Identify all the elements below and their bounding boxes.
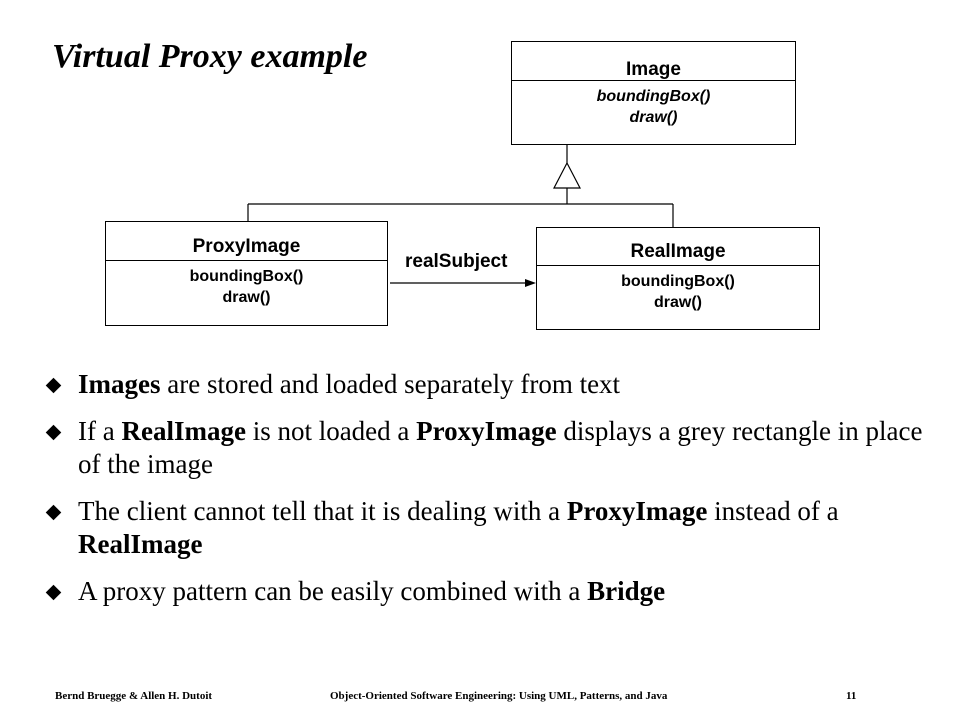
- uml-divider: [512, 80, 795, 81]
- uml-class-real-image: RealImage boundingBox() draw(): [536, 227, 820, 330]
- uml-operation: boundingBox(): [621, 273, 735, 290]
- uml-operation: draw(): [222, 289, 271, 306]
- footer-page-number: 11: [846, 690, 857, 702]
- uml-class-name: ProxyImage: [192, 236, 301, 257]
- bullet-text: The client cannot tell that it is dealin…: [78, 496, 567, 526]
- diamond-bullet-icon: [45, 584, 62, 601]
- bullet-item: A proxy pattern can be easily combined w…: [45, 575, 928, 608]
- uml-operation: draw(): [629, 109, 678, 126]
- diamond-bullet-icon: [45, 504, 62, 521]
- uml-operations: boundingBox() draw(): [106, 266, 387, 308]
- bullet-bold-text: ProxyImage: [416, 416, 557, 446]
- footer-authors: Bernd Bruegge & Allen H. Dutoit: [55, 690, 213, 702]
- bullet-bold-text: RealImage: [121, 416, 246, 446]
- bullet-list: Images are stored and loaded separately …: [45, 368, 928, 622]
- diamond-bullet-icon: [45, 424, 62, 441]
- slide-title: Virtual Proxy example: [52, 38, 368, 75]
- bullet-item: Images are stored and loaded separately …: [45, 368, 928, 401]
- bullet-text: are stored and loaded separately from te…: [160, 369, 621, 399]
- association-label: realSubject: [405, 251, 508, 272]
- uml-class-proxy-image: ProxyImage boundingBox() draw(): [105, 221, 388, 326]
- uml-divider: [537, 265, 819, 266]
- uml-operations: boundingBox() draw(): [512, 86, 795, 128]
- footer-book-title: Object-Oriented Software Engineering: Us…: [330, 690, 668, 702]
- bullet-bold-text: Images: [78, 369, 161, 399]
- bullet-text: instead of a: [707, 496, 839, 526]
- bullet-item: If a RealImage is not loaded a ProxyImag…: [45, 415, 928, 481]
- generalization-triangle: [553, 161, 581, 189]
- bullet-bold-text: RealImage: [78, 529, 203, 559]
- uml-class-name: Image: [626, 59, 681, 80]
- bullet-text: is not loaded a: [245, 416, 417, 446]
- association-arrowhead: [525, 279, 536, 287]
- diamond-bullet-icon: [45, 377, 62, 394]
- bullet-item: The client cannot tell that it is dealin…: [45, 495, 928, 561]
- bullet-text: If a: [78, 416, 122, 446]
- uml-operation: boundingBox(): [189, 268, 304, 285]
- uml-divider: [106, 260, 387, 261]
- bullet-bold-text: Bridge: [587, 576, 666, 606]
- bullet-text: A proxy pattern can be easily combined w…: [78, 576, 588, 606]
- uml-class-name: RealImage: [630, 241, 726, 262]
- bullet-text: displays a grey rectangle in place of th…: [78, 416, 923, 479]
- uml-class-image: Image boundingBox() draw(): [511, 41, 796, 145]
- uml-operation: boundingBox(): [596, 88, 711, 105]
- bullet-bold-text: ProxyImage: [566, 496, 708, 526]
- uml-operations: boundingBox() draw(): [537, 271, 819, 313]
- uml-operation: draw(): [654, 294, 702, 311]
